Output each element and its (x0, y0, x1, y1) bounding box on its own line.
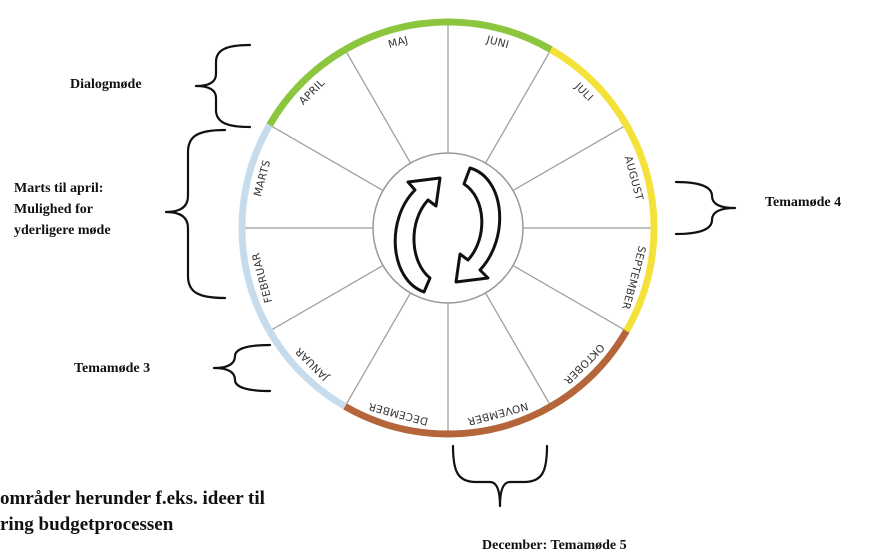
label-marts-line3: yderligere møde (14, 223, 111, 238)
bracket-dialogmode (194, 43, 252, 129)
wheel-spoke (344, 292, 412, 407)
bracket-marts-april (164, 128, 227, 300)
label-temamode4: Temamøde 4 (765, 195, 842, 210)
wheel-spoke (269, 264, 384, 332)
month-arc-juni (447, 18, 553, 53)
wheel-spoke (269, 124, 384, 192)
wheel-spoke (484, 292, 552, 407)
wheel-spoke (512, 264, 627, 332)
month-arc-november (447, 403, 553, 438)
month-arc-januar (266, 329, 347, 410)
month-label-januar: JANUAR (293, 345, 332, 384)
label-temamode3: Temamøde 3 (74, 361, 151, 376)
wheel-spoke (512, 124, 627, 192)
wheel-spokes (242, 22, 654, 434)
month-arc-februar (238, 227, 273, 333)
cycle-arrows-icon (393, 166, 502, 294)
month-label-maj: MAJ (387, 34, 410, 51)
label-marts-line1: Marts til april: (14, 181, 104, 196)
month-arc-april (266, 46, 347, 127)
label-marts-line2: Mulighed for (14, 202, 93, 217)
bracket-temamode3 (212, 343, 272, 393)
month-arc-september (623, 227, 658, 333)
month-arc-juli (549, 46, 630, 127)
month-ring (238, 18, 658, 438)
month-arc-oktober (549, 329, 630, 410)
label-dialogmode: Dialogmøde (70, 77, 142, 92)
bracket-december (451, 444, 549, 508)
month-arc-december (343, 403, 449, 438)
wheel-spoke (484, 49, 552, 164)
bottom-text-line2: ring budgetprocessen (0, 514, 174, 535)
bracket-temamode4 (674, 180, 737, 236)
bottom-text-line1: områder herunder f.eks. ideer til (0, 488, 265, 509)
month-arc-marts (238, 123, 273, 229)
label-december: December: Temamøde 5 (482, 538, 627, 553)
month-label-juni: JUNI (484, 34, 510, 52)
month-arc-maj (343, 18, 449, 53)
month-arc-august (623, 123, 658, 229)
label-marts-april: Marts til april: Mulighed for yderligere… (14, 178, 111, 241)
wheel-spoke (344, 49, 412, 164)
